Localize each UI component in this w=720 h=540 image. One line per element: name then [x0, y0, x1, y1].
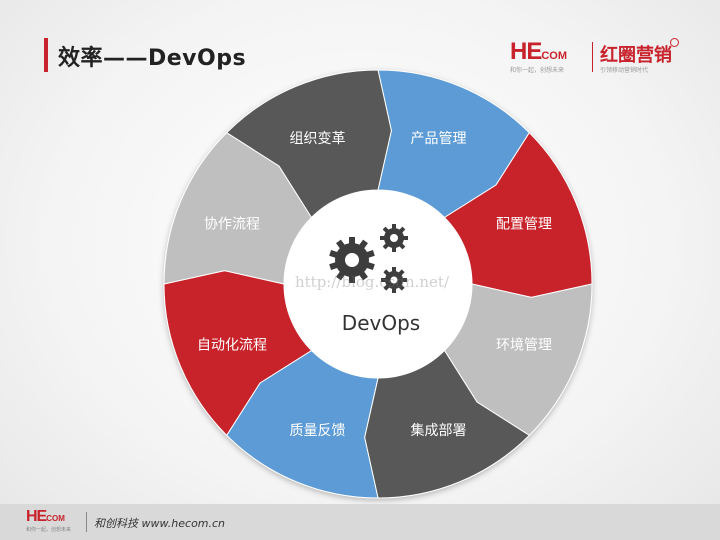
- segment-label-1: 产品管理: [411, 131, 467, 147]
- segment-label-3: 环境管理: [496, 338, 552, 354]
- footer-company: 和创科技 www.hecom.cn: [94, 517, 226, 530]
- title-accent-bar: [44, 38, 48, 72]
- ring-icon: [670, 38, 679, 47]
- hongquan-logo: 红圈营销: [600, 45, 672, 66]
- hongquan-slogan: 引领移动营销时代: [600, 67, 649, 74]
- segment-label-5: 质量反馈: [290, 423, 346, 439]
- segment-label-7: 协作流程: [204, 217, 260, 233]
- hecom-logo: HECOM: [510, 38, 568, 65]
- center-circle: [284, 190, 472, 378]
- footer-divider: [86, 512, 87, 532]
- footer-hecom-logo: HECOM: [26, 508, 65, 525]
- hecom-slogan: 和你一起，创想未来: [510, 67, 565, 74]
- page-title: 效率——DevOps: [58, 46, 247, 71]
- footer: HECOM 和你一起，创想未来 和创科技 www.hecom.cn: [0, 504, 720, 540]
- footer-slogan: 和你一起，创想未来: [26, 527, 72, 533]
- segment-label-6: 自动化流程: [197, 338, 267, 354]
- center-label: DevOps: [342, 311, 420, 335]
- segment-label-2: 配置管理: [496, 217, 552, 233]
- segment-label-8: 组织变革: [290, 131, 346, 147]
- logo-divider: [592, 42, 593, 72]
- watermark: http://blog.csdn.net/: [295, 273, 450, 291]
- gears-icon: [329, 224, 408, 293]
- header-logo: HECOM 和你一起，创想未来 红圈营销 引领移动营销时代: [510, 38, 690, 78]
- segment-label-4: 集成部署: [411, 422, 467, 439]
